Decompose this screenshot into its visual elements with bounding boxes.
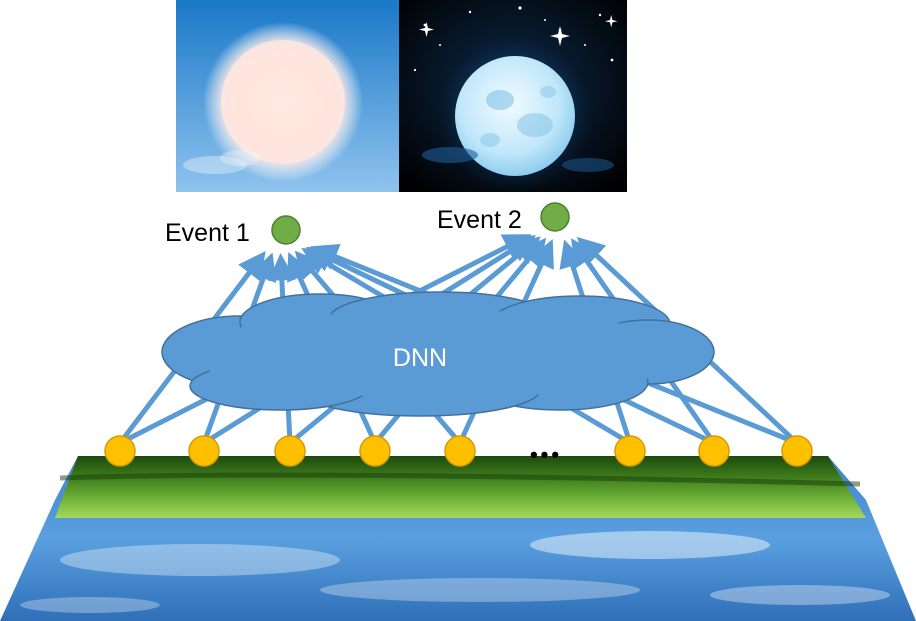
- moon-image: [399, 0, 627, 194]
- sun-image: [176, 0, 399, 192]
- dnn-cloud: [161, 291, 715, 417]
- event-2-node: [540, 202, 570, 232]
- sensor-node-5: [444, 435, 476, 467]
- sensor-node-7: [698, 435, 730, 467]
- sensor-node-8: [781, 435, 813, 467]
- event-1-node: [271, 215, 301, 245]
- sensor-ellipsis: •••: [530, 442, 562, 467]
- ground-plane: [0, 456, 916, 621]
- sensor-node-2: [188, 435, 220, 467]
- dnn-label: DNN: [393, 344, 447, 372]
- sensor-nodes: [104, 435, 813, 467]
- sensor-node-6: [614, 435, 646, 467]
- event-1-label: Event 1: [165, 219, 250, 247]
- sensor-node-3: [274, 435, 306, 467]
- event-2-label: Event 2: [437, 206, 522, 234]
- sensor-node-4: [359, 435, 391, 467]
- sensor-node-1: [104, 435, 136, 467]
